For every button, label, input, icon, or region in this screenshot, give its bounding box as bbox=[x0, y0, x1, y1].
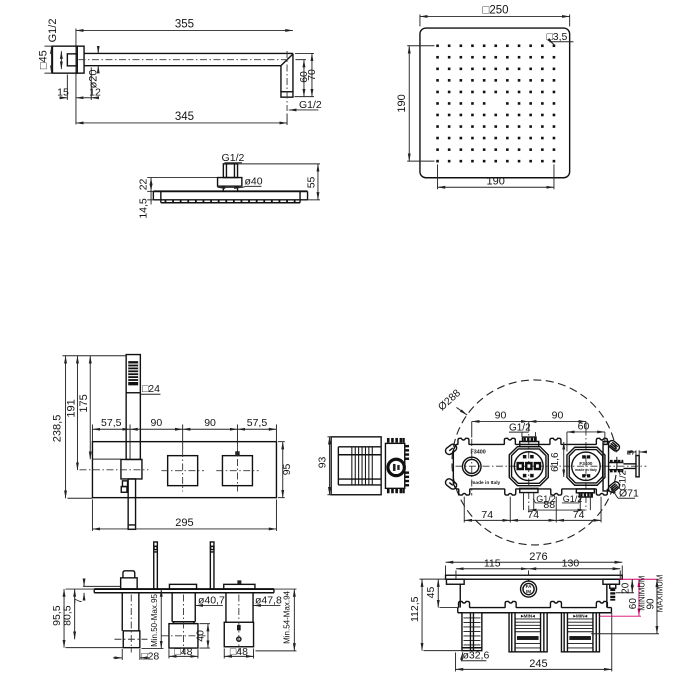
svg-text:MINIMUM: MINIMUM bbox=[637, 576, 646, 611]
svg-text:made in Italy: made in Italy bbox=[471, 480, 500, 486]
svg-text:70: 70 bbox=[306, 69, 318, 81]
svg-text:112,5: 112,5 bbox=[409, 596, 421, 622]
svg-text:245: 245 bbox=[529, 658, 547, 670]
svg-text:FA: FA bbox=[526, 584, 533, 589]
svg-text:74: 74 bbox=[573, 509, 585, 521]
svg-text:G1/2: G1/2 bbox=[47, 19, 59, 43]
svg-text:40: 40 bbox=[195, 630, 207, 642]
svg-text:93: 93 bbox=[316, 456, 328, 468]
svg-text:□28: □28 bbox=[141, 650, 159, 662]
svg-text:238,5: 238,5 bbox=[51, 415, 63, 443]
svg-text:ø40,7: ø40,7 bbox=[198, 594, 225, 606]
svg-text:295: 295 bbox=[175, 517, 193, 529]
svg-text:MAX500: MAX500 bbox=[573, 636, 588, 640]
svg-text:355: 355 bbox=[175, 18, 194, 30]
svg-text:IM: IM bbox=[526, 589, 531, 594]
svg-text:G1/2: G1/2 bbox=[536, 494, 556, 504]
svg-text:74: 74 bbox=[481, 509, 493, 521]
svg-text:15: 15 bbox=[57, 86, 69, 98]
svg-text:88: 88 bbox=[543, 499, 555, 511]
svg-text:□24: □24 bbox=[142, 383, 160, 395]
svg-text:7: 7 bbox=[72, 598, 84, 604]
svg-text:MAX500: MAX500 bbox=[521, 636, 536, 640]
svg-text:ø32,6: ø32,6 bbox=[462, 650, 489, 662]
svg-text:12: 12 bbox=[89, 86, 101, 98]
svg-text:61,6: 61,6 bbox=[550, 452, 561, 472]
svg-text:MAXIMUM: MAXIMUM bbox=[655, 575, 664, 613]
svg-text:Min.54-Max.94: Min.54-Max.94 bbox=[282, 590, 291, 643]
svg-text:190: 190 bbox=[487, 175, 505, 187]
svg-text:90: 90 bbox=[552, 409, 564, 421]
svg-text:80,5: 80,5 bbox=[62, 605, 74, 626]
svg-text:90: 90 bbox=[645, 598, 656, 610]
svg-text:made in Italy: made in Italy bbox=[575, 468, 597, 472]
svg-text:▸MIN◂: ▸MIN◂ bbox=[572, 613, 587, 619]
svg-text:57,5: 57,5 bbox=[101, 417, 122, 429]
svg-text:Min.50-Max.95: Min.50-Max.95 bbox=[150, 593, 159, 646]
svg-text:190: 190 bbox=[396, 94, 408, 112]
svg-text:F3400: F3400 bbox=[579, 461, 592, 466]
svg-text:90: 90 bbox=[151, 417, 163, 429]
svg-text:5: 5 bbox=[625, 450, 636, 455]
svg-text:45: 45 bbox=[425, 587, 437, 599]
svg-text:Ø71: Ø71 bbox=[619, 488, 639, 500]
svg-text:74: 74 bbox=[527, 509, 539, 521]
svg-text:▸MIN◂: ▸MIN◂ bbox=[520, 613, 535, 619]
svg-text:ø20: ø20 bbox=[87, 69, 99, 88]
svg-text:□45: □45 bbox=[37, 50, 49, 69]
svg-text:345: 345 bbox=[175, 111, 194, 123]
svg-text:95,5: 95,5 bbox=[51, 605, 63, 626]
svg-text:130: 130 bbox=[562, 558, 580, 570]
svg-text:60: 60 bbox=[578, 421, 590, 433]
svg-text:G1/2: G1/2 bbox=[222, 152, 245, 164]
svg-text:G1/2: G1/2 bbox=[563, 494, 583, 504]
svg-text:□3,5: □3,5 bbox=[546, 31, 567, 43]
svg-text:57,5: 57,5 bbox=[247, 417, 268, 429]
svg-text:55: 55 bbox=[305, 176, 317, 188]
svg-text:276: 276 bbox=[529, 551, 547, 563]
svg-text:□48: □48 bbox=[174, 646, 192, 658]
svg-text:F3400: F3400 bbox=[470, 449, 485, 455]
svg-text:□48: □48 bbox=[230, 646, 248, 658]
svg-text:20: 20 bbox=[621, 582, 632, 594]
svg-text:ø40: ø40 bbox=[244, 175, 262, 187]
svg-text:G1/2: G1/2 bbox=[617, 470, 628, 491]
svg-text:ø47,8: ø47,8 bbox=[255, 594, 282, 606]
svg-text:90: 90 bbox=[204, 417, 216, 429]
svg-text:14,5: 14,5 bbox=[137, 198, 149, 219]
svg-text:G1/2: G1/2 bbox=[299, 99, 322, 111]
svg-text:G1/2: G1/2 bbox=[509, 423, 531, 434]
svg-text:□250: □250 bbox=[482, 4, 508, 16]
svg-text:22: 22 bbox=[137, 178, 149, 190]
svg-text:60: 60 bbox=[298, 71, 310, 83]
svg-text:175: 175 bbox=[78, 394, 90, 412]
svg-text:60: 60 bbox=[628, 598, 639, 610]
svg-text:191: 191 bbox=[65, 399, 77, 417]
svg-text:115: 115 bbox=[484, 558, 501, 570]
svg-text:90: 90 bbox=[495, 409, 507, 421]
svg-text:95: 95 bbox=[281, 463, 293, 475]
